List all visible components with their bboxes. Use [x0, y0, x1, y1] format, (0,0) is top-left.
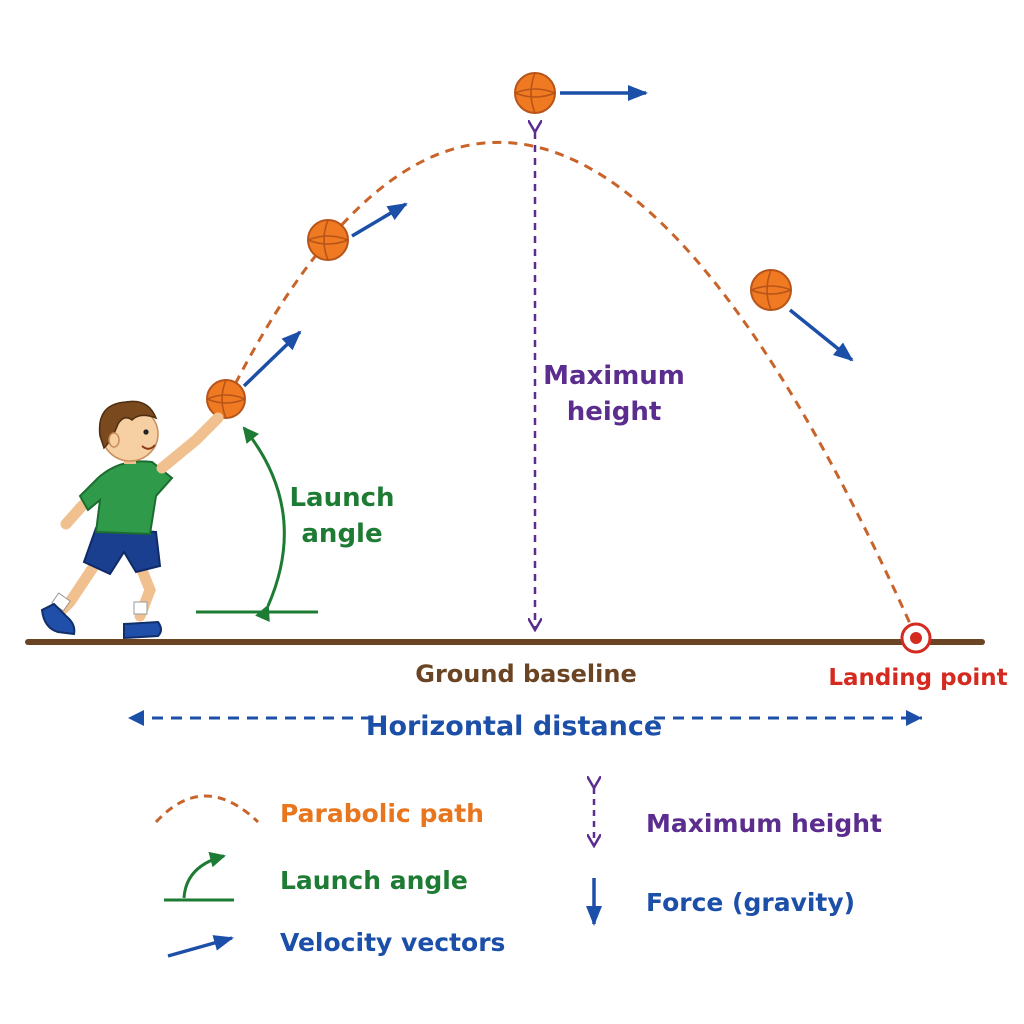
ball-falling — [750, 269, 792, 311]
legend-parabolic-path-swatch — [154, 794, 260, 824]
legend-max-height-label: Maximum height — [646, 809, 882, 838]
max-height-label-line2: height — [567, 397, 662, 427]
velocity-vector-rising — [351, 202, 408, 238]
ground-baseline-label: Ground baseline — [415, 660, 636, 688]
ball-apex — [514, 72, 556, 114]
ball-rising — [307, 219, 349, 261]
legend-launch-angle-swatch-arc — [182, 851, 226, 899]
legend-launch-angle-label: Launch angle — [280, 866, 468, 895]
max-height-label: Maximum — [543, 361, 685, 391]
legend-gravity-label: Force (gravity) — [646, 888, 855, 917]
legend-velocity-label: Velocity vectors — [280, 928, 505, 957]
launch-angle-label-line2: angle — [301, 519, 382, 549]
horizontal-distance-label: Horizontal distance — [366, 711, 662, 742]
landing-point-marker — [900, 622, 932, 654]
legend-velocity-swatch — [167, 935, 234, 958]
legend: Parabolic path Launch angle Velocity vec… — [154, 788, 882, 958]
launch-angle-arc — [242, 426, 286, 623]
velocity-vector-launch — [242, 330, 302, 388]
legend-parabolic-path-label: Parabolic path — [280, 799, 484, 828]
ball-launch — [206, 379, 246, 419]
velocity-vector-falling — [788, 308, 854, 362]
launch-angle-label: Launch — [289, 483, 394, 513]
landing-point-label: Landing point — [828, 665, 1007, 691]
boy-illustration — [40, 400, 224, 640]
